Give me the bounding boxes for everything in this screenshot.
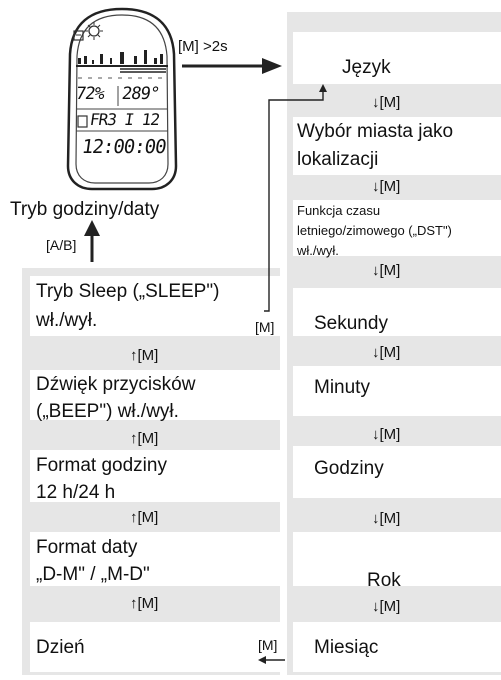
step-jezyk: Język xyxy=(342,57,391,78)
cross-m-label: [M] xyxy=(255,319,275,335)
up-arrow-m-1: ↑[M] xyxy=(130,347,159,364)
down-arrow-icon: ↓ xyxy=(372,510,380,527)
left-band-sleep xyxy=(30,276,280,336)
step-miesiac: Miesiąc xyxy=(314,637,379,658)
step-miasto-line1: Wybór miasta jako xyxy=(297,121,454,142)
display-date: FR3 I 12 xyxy=(88,110,161,129)
up-arrow-m-3: ↑[M] xyxy=(130,509,159,526)
right-band-jezyk xyxy=(293,32,501,84)
down-arrow-icon: ↓ xyxy=(372,178,380,195)
mode-key-label: [A/B] xyxy=(46,237,77,253)
step-beep-line1: Dźwięk przycisków xyxy=(36,374,196,395)
step-sekundy: Sekundy xyxy=(314,313,388,334)
display-time: 12:00:00 xyxy=(80,136,168,158)
down-arrow-m-3: ↓[M] xyxy=(372,262,401,279)
step-hour-line2: 12 h/24 h xyxy=(36,482,116,503)
up-arrow-icon: ↑ xyxy=(130,595,138,612)
left-band-date xyxy=(30,532,280,586)
step-sleep-line2: wł./wył. xyxy=(36,310,98,331)
up-arrow-icon: ↑ xyxy=(130,347,138,364)
right-band-godziny xyxy=(293,446,501,498)
down-arrow-m-7: ↓[M] xyxy=(372,598,401,615)
down-arrow-icon: ↓ xyxy=(372,426,380,443)
step-rok: Rok xyxy=(367,570,401,591)
right-band-rok xyxy=(293,532,501,586)
down-arrow-icon: ↓ xyxy=(372,262,380,279)
top-m-label: [M] >2s xyxy=(178,38,228,55)
step-minuty: Minuty xyxy=(314,377,370,398)
down-arrow-icon: ↓ xyxy=(372,94,380,111)
step-godziny: Godziny xyxy=(314,458,384,479)
step-dst-line2: letniego/zimowego („DST") xyxy=(297,223,452,238)
step-sleep-line1: Tryb Sleep („SLEEP") xyxy=(36,281,220,302)
step-miasto-line2: lokalizacji xyxy=(297,149,379,170)
step-dst-line1: Funkcja czasu xyxy=(297,203,381,218)
left-band-beep xyxy=(30,370,280,420)
right-band-miasto xyxy=(293,117,501,175)
display-temperature: 289° xyxy=(120,84,161,104)
step-date-line2: „D-M" / „M-D" xyxy=(36,564,150,585)
step-dst-line3: wł./wył. xyxy=(297,243,339,258)
up-arrow-m-2: ↑[M] xyxy=(130,430,159,447)
display-humidity: 72% xyxy=(74,84,106,104)
bottom-m-label: [M] xyxy=(258,637,278,653)
step-dzien: Dzień xyxy=(36,637,85,658)
right-band-minuty xyxy=(293,366,501,416)
down-arrow-m-6: ↓[M] xyxy=(372,510,401,527)
up-arrow-icon: ↑ xyxy=(130,430,138,447)
up-arrow-m-4: ↑[M] xyxy=(130,595,159,612)
step-beep-line2: („BEEP") wł./wył. xyxy=(36,401,179,422)
mode-label: Tryb godziny/daty xyxy=(10,199,160,220)
down-arrow-icon: ↓ xyxy=(372,598,380,615)
left-band-day xyxy=(30,622,280,672)
right-band-sekundy xyxy=(293,288,501,336)
step-hour-line1: Format godziny xyxy=(36,455,167,476)
down-arrow-icon: ↓ xyxy=(372,344,380,361)
down-arrow-m-1: ↓[M] xyxy=(372,94,401,111)
up-arrow-icon: ↑ xyxy=(130,509,138,526)
right-band-dst xyxy=(293,200,501,256)
weather-station-device: 72% 289° FR3 I 12 12:00:00 xyxy=(62,6,182,192)
down-arrow-m-2: ↓[M] xyxy=(372,178,401,195)
down-arrow-m-5: ↓[M] xyxy=(372,426,401,443)
down-arrow-m-4: ↓[M] xyxy=(372,344,401,361)
left-band-hour xyxy=(30,450,280,502)
device-outline-icon xyxy=(66,7,178,191)
step-date-line1: Format daty xyxy=(36,537,138,558)
right-band-miesiac xyxy=(293,622,501,672)
